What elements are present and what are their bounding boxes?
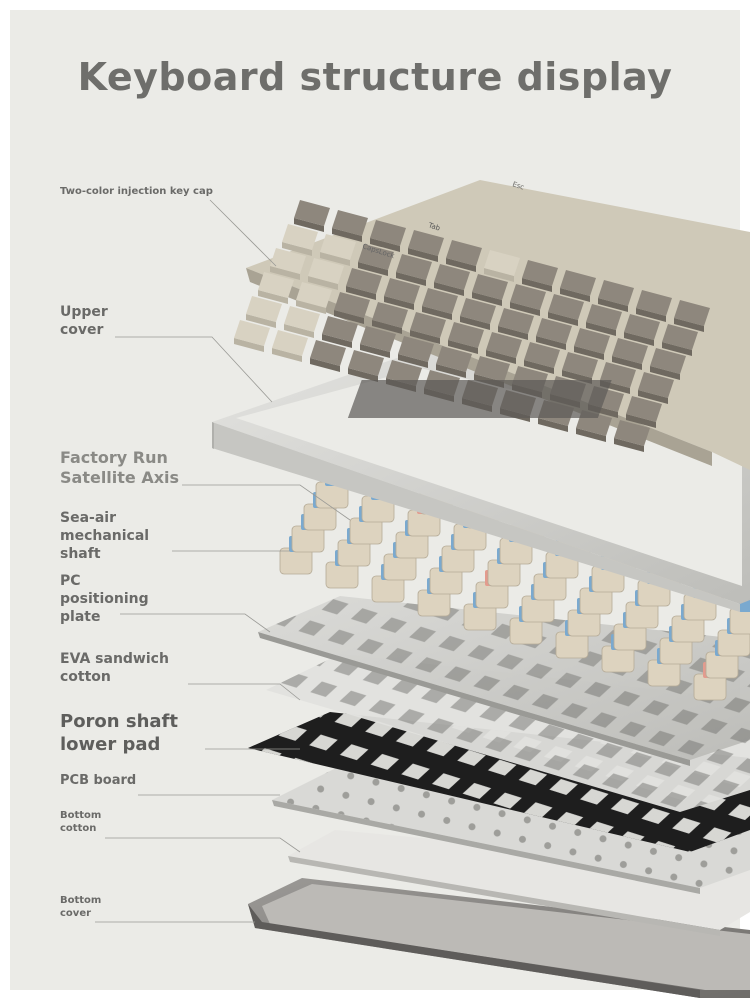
- keycap: [510, 284, 546, 316]
- leader-plate: [120, 613, 271, 633]
- keycap: [296, 282, 332, 314]
- keycap: [638, 372, 674, 404]
- label-satellite-line1: Factory Run: [60, 448, 168, 467]
- leader-lines: [95, 199, 351, 923]
- keycap: [460, 298, 496, 330]
- keycap: [650, 348, 686, 380]
- keycap: [284, 306, 320, 338]
- label-satellite-axis: Factory Run Satellite Axis: [60, 448, 179, 489]
- keycap: [408, 230, 444, 262]
- keycap: [332, 210, 368, 242]
- keycap: [422, 288, 458, 320]
- label-plate-line3: plate: [60, 608, 101, 625]
- label-upper-cover: Upper cover: [60, 304, 108, 340]
- keycap: [282, 224, 318, 256]
- keycap: [322, 316, 358, 348]
- keycap: [626, 396, 662, 428]
- label-bottom-cover-line1: Bottom: [60, 895, 102, 906]
- label-eva-line1: EVA sandwich: [60, 651, 169, 667]
- keycap: [358, 244, 394, 276]
- page-title: Keyboard structure display: [77, 55, 673, 99]
- keycap: [334, 292, 370, 324]
- label-pcb-board: PCB board: [60, 773, 136, 790]
- label-keycap-text: Two-color injection key cap: [60, 186, 213, 197]
- keycap: [636, 290, 672, 322]
- keycap: [346, 268, 382, 300]
- leader-keycap: [209, 199, 277, 267]
- label-satellite-line2: Satellite Axis: [60, 468, 180, 488]
- label-pcb-text: PCB board: [60, 773, 137, 788]
- keycap: [434, 264, 470, 296]
- label-eva-line2: cotton: [60, 668, 111, 685]
- keycap: [396, 254, 432, 286]
- keycap: [348, 350, 384, 382]
- keycap: [548, 294, 584, 326]
- keycap: [436, 346, 472, 378]
- keycap: [522, 260, 558, 292]
- keycap: [294, 200, 330, 232]
- keycap: [270, 248, 306, 280]
- keycap: [246, 296, 282, 328]
- label-shaft-line1: Sea-air: [60, 510, 116, 526]
- keycap: [598, 280, 634, 312]
- label-keycap: Two-color injection key cap: [60, 186, 213, 199]
- keycap: [498, 308, 534, 340]
- keycap: [310, 340, 346, 372]
- bottom-cotton-layer: [288, 830, 750, 936]
- label-eva-cotton: EVA sandwich cotton: [60, 651, 169, 687]
- label-mechanical-shaft: Sea-air mechanical shaft: [60, 510, 149, 564]
- keycap: [446, 240, 482, 272]
- keycap: [472, 274, 508, 306]
- keycap: [560, 270, 596, 302]
- label-bottom-cotton-line1: Bottom: [60, 810, 102, 821]
- keycap: [586, 304, 622, 336]
- label-poron-line1: Poron shaft: [60, 711, 178, 732]
- keycap: [662, 324, 698, 356]
- keycap: [410, 312, 446, 344]
- keycap: [384, 278, 420, 310]
- keycap: [360, 326, 396, 358]
- leader-bottom-cotton: [105, 837, 301, 853]
- leader-upper-cover: [115, 336, 273, 403]
- keycap: [486, 332, 522, 364]
- label-pc-plate: PC positioning plate: [60, 573, 149, 627]
- keycap: [320, 234, 356, 266]
- keycap: [624, 314, 660, 346]
- keycap: [372, 302, 408, 334]
- leader-satellite: [182, 484, 351, 521]
- keycap-layer: [234, 180, 750, 470]
- label-upper-cover-line1: Upper: [60, 304, 108, 320]
- keycap: [574, 328, 610, 360]
- keycap: [612, 338, 648, 370]
- keycap: [674, 300, 710, 332]
- keycap-legend-esc: Esc: [511, 180, 525, 191]
- keycap: [370, 220, 406, 252]
- keycap: [524, 342, 560, 374]
- keycap: [234, 320, 270, 352]
- keycap: [614, 420, 650, 452]
- keycap: [448, 322, 484, 354]
- label-bottom-cotton-line2: cotton: [60, 822, 97, 834]
- keycap: [536, 318, 572, 350]
- label-shaft-line2: mechanical: [60, 527, 150, 544]
- label-bottom-cover: Bottom cover: [60, 895, 101, 921]
- leader-eva: [188, 683, 301, 701]
- keycap: [484, 250, 520, 282]
- label-upper-cover-line2: cover: [60, 321, 104, 338]
- keycap-legend-tab: Tab: [426, 221, 441, 233]
- label-bottom-cover-line2: cover: [60, 907, 92, 919]
- keycap: [258, 272, 294, 304]
- label-plate-line2: positioning: [60, 590, 149, 607]
- label-plate-line1: PC: [60, 573, 81, 589]
- keycap: [398, 336, 434, 368]
- label-bottom-cotton: Bottom cotton: [60, 810, 101, 836]
- label-shaft-line3: shaft: [60, 545, 101, 562]
- keycap: [308, 258, 344, 290]
- keycap: [272, 330, 308, 362]
- label-poron-line2: lower pad: [60, 734, 161, 756]
- label-poron-pad: Poron shaft lower pad: [60, 710, 178, 756]
- bottom-cover-layer: [248, 878, 750, 998]
